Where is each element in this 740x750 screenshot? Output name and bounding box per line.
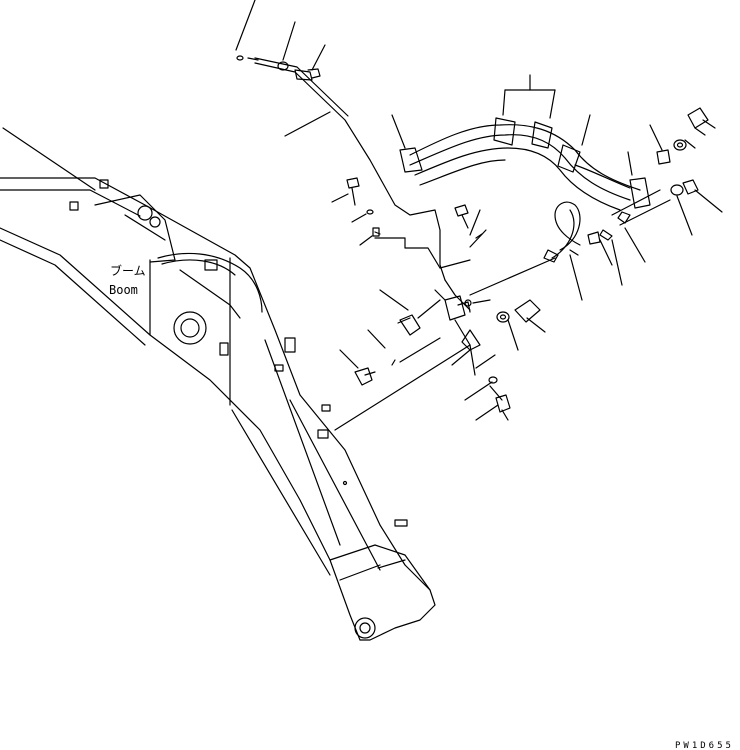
right-hardware	[543, 107, 723, 301]
bolt-icon	[294, 68, 321, 81]
center-fittings	[331, 177, 556, 431]
drawing-code: PW1D655	[675, 741, 734, 750]
hose-bundle	[391, 74, 651, 211]
washer-icon	[277, 61, 289, 71]
boom-structure	[0, 127, 436, 641]
boom-label-english: Boom	[109, 283, 138, 297]
boom-label-japanese: ブーム	[110, 263, 146, 278]
steel-pipe	[235, 0, 446, 281]
